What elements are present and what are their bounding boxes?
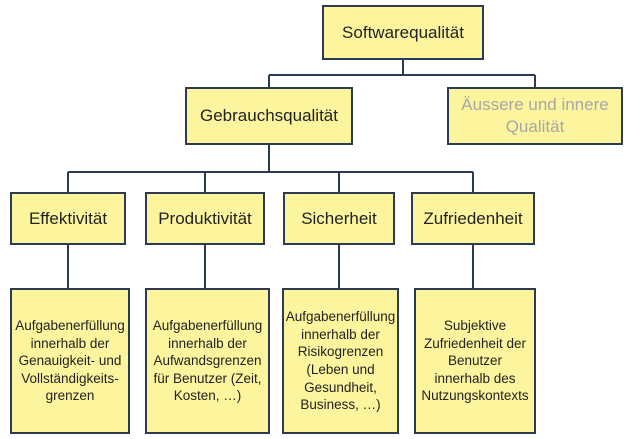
detail-sicherheit-text: Aufgabenerfüllung innerhalb der Risikogr…: [285, 309, 396, 413]
node-zufriedenheit-label: Zufriedenheit: [423, 208, 523, 228]
node-effektivitaet: Effektivität: [10, 192, 126, 245]
node-aeussere-label: Äussere und innere Qualität: [461, 94, 609, 136]
detail-effektivitaet-text: Aufgabenerfüllung innerhalb der Genauigk…: [15, 318, 125, 404]
detail-produktivitaet-text: Aufgabenerfüllung innerhalb der Aufwands…: [152, 318, 263, 404]
node-aeussere-innere-qualitaet: Äussere und innere Qualität: [447, 87, 623, 145]
node-produktivitaet-label: Produktivität: [158, 208, 252, 228]
node-gebrauchsqualitaet-label: Gebrauchsqualität: [200, 106, 338, 125]
node-softwarequalitaet-label: Softwarequalität: [342, 22, 464, 42]
node-sicherheit-label: Sicherheit: [301, 208, 377, 228]
detail-zufriedenheit-text: Subjektive Zufriedenheit der Benutzer in…: [421, 318, 529, 404]
node-sicherheit: Sicherheit: [283, 192, 395, 245]
detail-effektivitaet: Aufgabenerfüllung innerhalb der Genauigk…: [10, 288, 130, 434]
node-gebrauchsqualitaet: Gebrauchsqualität: [185, 87, 353, 145]
detail-produktivitaet: Aufgabenerfüllung innerhalb der Aufwands…: [145, 288, 270, 434]
node-zufriedenheit: Zufriedenheit: [411, 192, 535, 245]
detail-zufriedenheit: Subjektive Zufriedenheit der Benutzer in…: [414, 288, 536, 434]
detail-sicherheit: Aufgabenerfüllung innerhalb der Risikogr…: [282, 288, 399, 434]
node-effektivitaet-label: Effektivität: [28, 208, 108, 228]
node-softwarequalitaet: Softwarequalität: [322, 5, 484, 60]
node-produktivitaet: Produktivität: [145, 192, 265, 245]
